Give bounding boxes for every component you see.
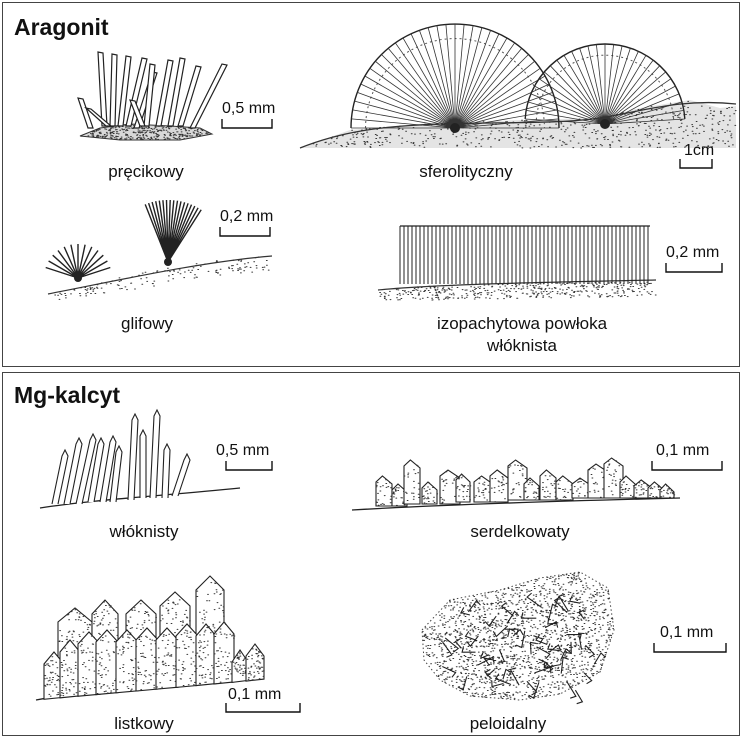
- section-title-mg-kalcyt: Mg-kalcyt: [14, 382, 120, 409]
- wloknisty-drawing: [40, 410, 240, 508]
- scale-label-izopachytowa: 0,2 mm: [666, 244, 719, 262]
- substrate: [300, 100, 736, 148]
- scale-bar-wloknisty: [226, 461, 272, 470]
- scale-bar-peloidalny: [654, 643, 726, 652]
- crystal: [620, 476, 635, 498]
- sferolityczny-drawing: [300, 24, 736, 148]
- fibre-crystal: [162, 444, 170, 498]
- crystal-rod: [98, 52, 107, 126]
- precikowy-drawing: [78, 52, 227, 140]
- fibre-crystal: [128, 414, 138, 500]
- fibre-crystal: [150, 410, 160, 498]
- blade-crystal: [214, 622, 234, 684]
- crystal: [524, 478, 539, 500]
- caption-wloknisty: włóknisty: [110, 522, 179, 542]
- blade-crystal: [116, 630, 138, 693]
- section-title-aragonit: Aragonit: [14, 14, 109, 41]
- scale-bar-listkowy: [226, 703, 300, 712]
- fibre-crystal: [140, 430, 146, 498]
- scale-bar-izopachytowa: [666, 263, 722, 272]
- substrate-texture: [380, 282, 656, 300]
- crystal: [422, 482, 437, 504]
- scale-bar-sferolityczny: [680, 159, 712, 168]
- scale-bar-precikowy: [222, 119, 272, 128]
- scale-label-peloidalny: 0,1 mm: [660, 624, 713, 642]
- glyph-nucleus: [74, 274, 82, 282]
- scale-bar-glifowy: [220, 227, 270, 236]
- coating-fibres: [400, 226, 648, 284]
- spherulite-nucleus: [600, 119, 610, 129]
- scale-bars: [220, 119, 726, 712]
- substrate-texture: [55, 257, 269, 299]
- scale-label-glifowy: 0,2 mm: [220, 208, 273, 226]
- caption-sferolityczny: sferolityczny: [419, 162, 513, 182]
- glyph-fibres: [46, 244, 111, 278]
- peloid-stipple: [422, 573, 613, 699]
- caption-precikowy: pręcikowy: [108, 162, 184, 182]
- caption-izopachytowa-line1: izopachytowa powłoka: [437, 314, 607, 334]
- glyph-fibres: [145, 200, 201, 262]
- caption-izopachytowa-line2: włóknista: [487, 336, 557, 356]
- blade-crystal: [96, 630, 118, 695]
- caption-listkowy: listkowy: [114, 714, 174, 734]
- blade-crystal: [156, 628, 178, 689]
- scale-label-wloknisty: 0,5 mm: [216, 442, 269, 460]
- listkowy-drawing: [36, 576, 264, 700]
- scale-label-precikowy: 0,5 mm: [222, 100, 275, 118]
- spherulite-nucleus: [450, 123, 460, 133]
- serdelkowaty-drawing: [352, 458, 680, 510]
- scale-label-sferolityczny: 1cm: [684, 142, 714, 160]
- scale-label-serdelkowaty: 0,1 mm: [656, 442, 709, 460]
- caption-peloidalny: peloidalny: [470, 714, 547, 734]
- izopachytowa-drawing: [378, 226, 656, 300]
- crystal: [376, 476, 392, 506]
- glyph-nucleus: [164, 258, 172, 266]
- caption-glifowy: glifowy: [121, 314, 173, 334]
- crystal: [540, 470, 556, 500]
- caption-serdelkowaty: serdelkowaty: [470, 522, 569, 542]
- scale-label-listkowy: 0,1 mm: [228, 686, 281, 704]
- fibre-crystal: [172, 454, 190, 496]
- blade-crystal: [196, 624, 216, 686]
- crystal: [404, 460, 420, 504]
- microspar-crystals: [442, 593, 605, 704]
- crystal-rod: [110, 54, 117, 126]
- peloidalny-drawing: [422, 572, 614, 704]
- scale-bar-serdelkowaty: [652, 461, 722, 470]
